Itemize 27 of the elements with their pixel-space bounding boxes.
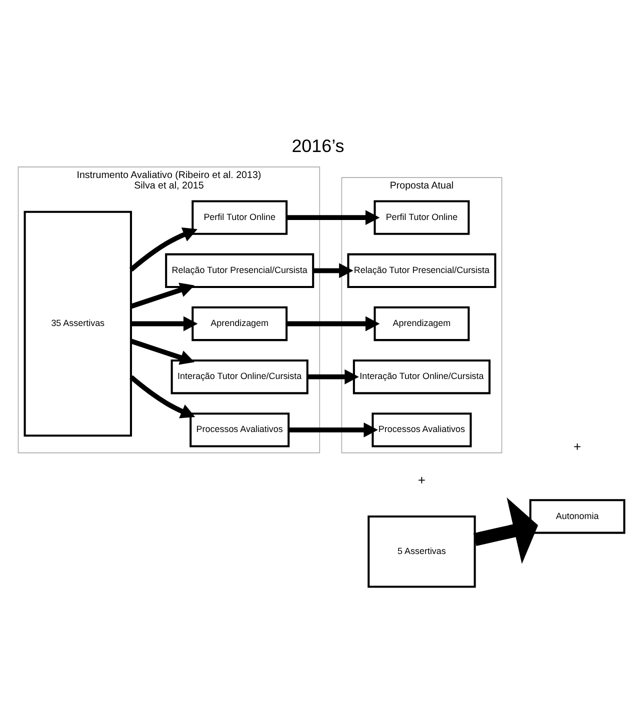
node-box: 35 Assertivas	[24, 210, 132, 437]
node-box: Perfil Tutor Online	[374, 200, 470, 235]
node-box: Interação Tutor Online/Cursista	[170, 359, 308, 394]
arrow	[131, 316, 198, 332]
diagram-title: 2016’s	[292, 136, 344, 156]
arrow	[308, 369, 359, 384]
node-box: Processos Avaliativos	[190, 412, 290, 448]
arrow	[473, 497, 538, 564]
arrow	[286, 210, 380, 226]
arrow	[129, 228, 198, 272]
label: +	[574, 438, 582, 454]
node-box: Aprendizagem	[374, 306, 470, 342]
node-box: Perfil Tutor Online	[192, 200, 288, 235]
node-box: Relação Tutor Presencial/Cursista	[165, 253, 314, 288]
node-box: Autonomia	[529, 499, 626, 534]
node-box: Aprendizagem	[192, 306, 288, 342]
node-box: Processos Avaliativos	[372, 412, 472, 448]
arrow	[130, 375, 196, 418]
arrow	[130, 282, 194, 309]
arrow	[286, 316, 380, 332]
node-box: Interação Tutor Online/Cursista	[352, 359, 491, 394]
node-box: Relação Tutor Presencial/Cursista	[347, 253, 496, 288]
arrow	[130, 338, 195, 365]
node-box: 5 Assertivas	[368, 515, 476, 588]
arrow	[313, 263, 354, 278]
arrow	[288, 422, 378, 438]
label: +	[418, 472, 426, 488]
